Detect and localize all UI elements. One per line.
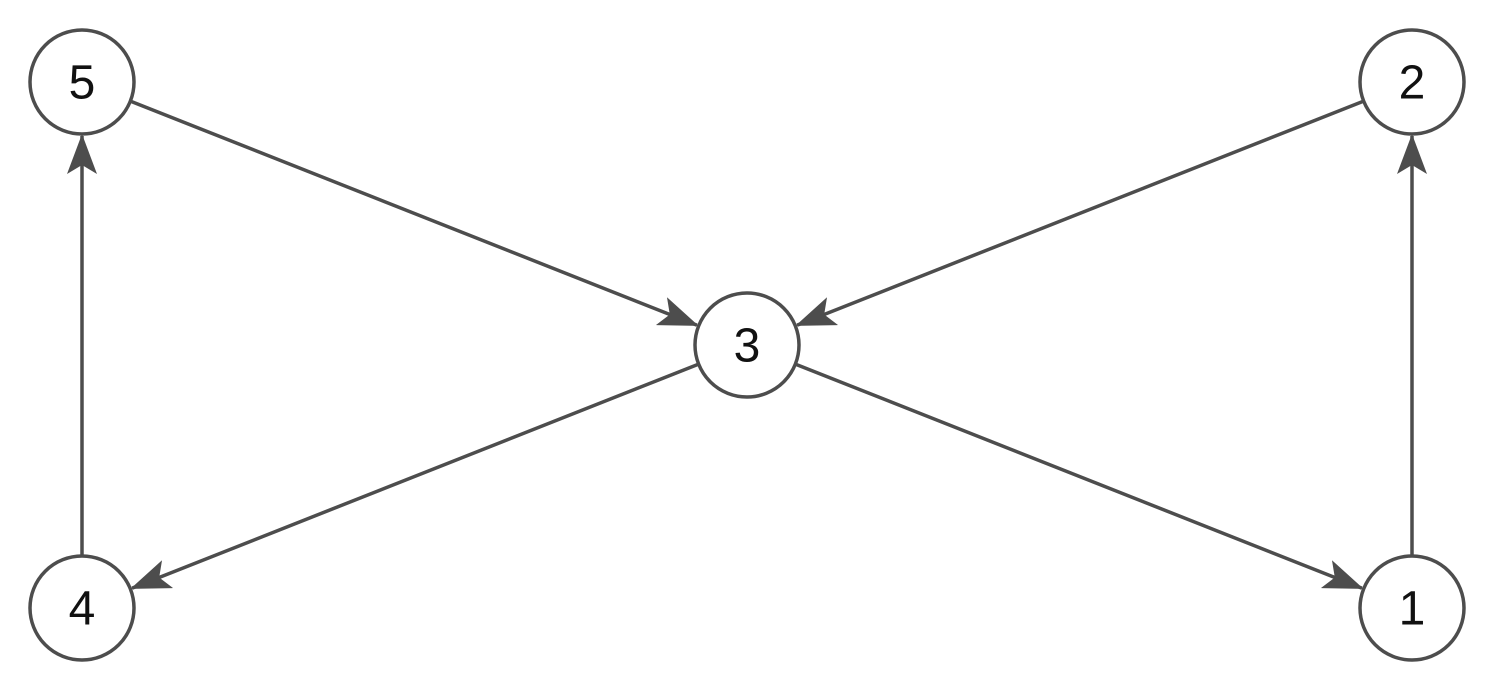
- node-1: 1: [1358, 554, 1466, 662]
- node-label: 2: [1399, 57, 1426, 110]
- node-circle: [1358, 28, 1466, 136]
- edge-3-to-1: [794, 362, 1364, 590]
- node-circle: [693, 291, 801, 399]
- node-circle: [28, 554, 136, 662]
- edges-layer: [67, 99, 1427, 590]
- node-5: 5: [28, 28, 136, 136]
- node-4: 4: [28, 554, 136, 662]
- edge-3-to-4: [130, 362, 700, 590]
- node-3: 3: [693, 291, 801, 399]
- node-label: 4: [69, 583, 96, 636]
- edge-5-to-3: [129, 99, 699, 327]
- edge-2-to-3: [795, 99, 1365, 327]
- node-circle: [1358, 554, 1466, 662]
- node-label: 1: [1399, 583, 1426, 636]
- node-2: 2: [1358, 28, 1466, 136]
- node-label: 3: [734, 320, 761, 373]
- nodes-layer: 1 2 3 4 5: [28, 28, 1466, 662]
- node-label: 5: [69, 57, 96, 110]
- node-circle: [28, 28, 136, 136]
